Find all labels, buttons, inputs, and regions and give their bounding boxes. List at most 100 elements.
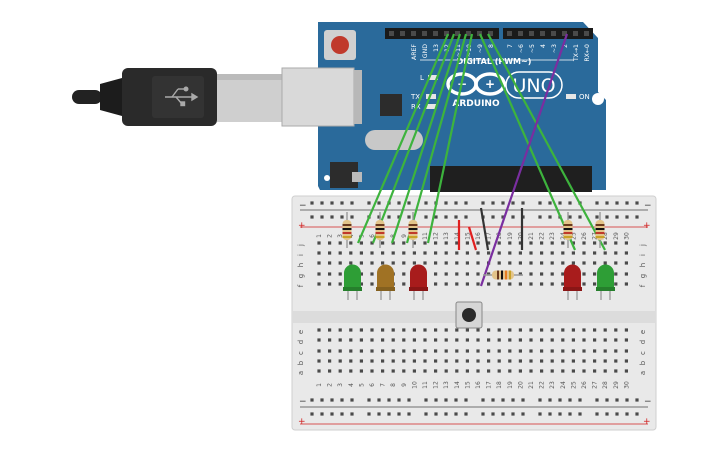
breadboard-hole[interactable] (423, 369, 427, 373)
breadboard-hole[interactable] (508, 241, 512, 245)
resistor-6[interactable] (483, 270, 523, 280)
header-pin[interactable] (455, 31, 460, 36)
breadboard-hole[interactable] (550, 251, 554, 255)
breadboard-hole[interactable] (455, 338, 459, 342)
breadboard-hole[interactable] (359, 261, 363, 265)
breadboard-hole[interactable] (391, 338, 395, 342)
breadboard-hole[interactable] (487, 272, 491, 276)
header-pin[interactable] (551, 31, 556, 36)
rail-hole[interactable] (501, 398, 505, 402)
rail-hole[interactable] (635, 398, 639, 402)
breadboard-hole[interactable] (391, 369, 395, 373)
breadboard-hole[interactable] (487, 359, 491, 363)
breadboard-hole[interactable] (381, 251, 385, 255)
breadboard-hole[interactable] (444, 241, 448, 245)
led-yellow[interactable] (376, 264, 395, 300)
rail-hole[interactable] (310, 412, 314, 416)
rail-hole[interactable] (464, 412, 468, 416)
breadboard-hole[interactable] (381, 261, 385, 265)
breadboard-hole[interactable] (561, 338, 565, 342)
breadboard-hole[interactable] (582, 261, 586, 265)
breadboard-hole[interactable] (444, 338, 448, 342)
breadboard-hole[interactable] (561, 328, 565, 332)
breadboard-hole[interactable] (317, 261, 321, 265)
breadboard-hole[interactable] (359, 359, 363, 363)
header-pin[interactable] (389, 31, 394, 36)
rail-hole[interactable] (511, 215, 515, 219)
breadboard-hole[interactable] (412, 241, 416, 245)
rail-hole[interactable] (595, 412, 599, 416)
breadboard-hole[interactable] (487, 251, 491, 255)
breadboard-hole[interactable] (317, 349, 321, 353)
breadboard-hole[interactable] (338, 241, 342, 245)
rail-hole[interactable] (521, 201, 525, 205)
rail-hole[interactable] (568, 398, 572, 402)
breadboard-hole[interactable] (487, 328, 491, 332)
breadboard-hole[interactable] (391, 359, 395, 363)
rail-hole[interactable] (397, 201, 401, 205)
breadboard-hole[interactable] (614, 359, 618, 363)
breadboard-hole[interactable] (529, 241, 533, 245)
breadboard-hole[interactable] (582, 272, 586, 276)
rail-hole[interactable] (615, 398, 619, 402)
breadboard-hole[interactable] (550, 272, 554, 276)
breadboard-hole[interactable] (338, 369, 342, 373)
breadboard-hole[interactable] (465, 282, 469, 286)
breadboard-hole[interactable] (349, 349, 353, 353)
rail-hole[interactable] (491, 215, 495, 219)
breadboard-hole[interactable] (540, 241, 544, 245)
breadboard-hole[interactable] (550, 349, 554, 353)
breadboard-hole[interactable] (476, 338, 480, 342)
led-green-1[interactable] (343, 264, 362, 300)
breadboard-hole[interactable] (603, 328, 607, 332)
breadboard-hole[interactable] (349, 241, 353, 245)
rail-hole[interactable] (387, 215, 391, 219)
breadboard-hole[interactable] (444, 359, 448, 363)
rail-hole[interactable] (538, 398, 542, 402)
rail-hole[interactable] (501, 215, 505, 219)
wire-purple[interactable] (479, 33, 569, 287)
breadboard-hole[interactable] (370, 282, 374, 286)
rail-hole[interactable] (320, 215, 324, 219)
breadboard-hole[interactable] (624, 251, 628, 255)
breadboard-hole[interactable] (402, 241, 406, 245)
breadboard-hole[interactable] (465, 369, 469, 373)
rail-hole[interactable] (407, 398, 411, 402)
breadboard-hole[interactable] (412, 359, 416, 363)
breadboard-hole[interactable] (423, 359, 427, 363)
breadboard-hole[interactable] (571, 261, 575, 265)
rail-hole[interactable] (615, 215, 619, 219)
rail-hole[interactable] (595, 398, 599, 402)
rail-hole[interactable] (568, 201, 572, 205)
breadboard-hole[interactable] (476, 328, 480, 332)
rail-hole[interactable] (625, 412, 629, 416)
breadboard-hole[interactable] (497, 369, 501, 373)
breadboard-hole[interactable] (423, 261, 427, 265)
rail-hole[interactable] (491, 201, 495, 205)
breadboard-hole[interactable] (529, 272, 533, 276)
header-pin[interactable] (529, 31, 534, 36)
breadboard-hole[interactable] (359, 338, 363, 342)
wire-green-6[interactable] (478, 33, 577, 251)
breadboard-hole[interactable] (434, 261, 438, 265)
resistor-5[interactable] (595, 212, 605, 248)
rail-hole[interactable] (625, 398, 629, 402)
breadboard-hole[interactable] (381, 338, 385, 342)
resistor-4[interactable] (563, 212, 573, 248)
breadboard-hole[interactable] (529, 349, 533, 353)
usb-cable[interactable] (72, 68, 285, 126)
breadboard-hole[interactable] (571, 241, 575, 245)
resistor-2[interactable] (375, 212, 385, 248)
breadboard-hole[interactable] (476, 272, 480, 276)
breadboard-hole[interactable] (540, 261, 544, 265)
breadboard-hole[interactable] (518, 272, 522, 276)
breadboard-hole[interactable] (540, 282, 544, 286)
breadboard-hole[interactable] (402, 261, 406, 265)
breadboard-hole[interactable] (338, 349, 342, 353)
breadboard-hole[interactable] (402, 369, 406, 373)
breadboard-hole[interactable] (529, 369, 533, 373)
rail-hole[interactable] (330, 412, 334, 416)
rail-hole[interactable] (330, 215, 334, 219)
rail-hole[interactable] (548, 398, 552, 402)
breadboard-hole[interactable] (317, 328, 321, 332)
